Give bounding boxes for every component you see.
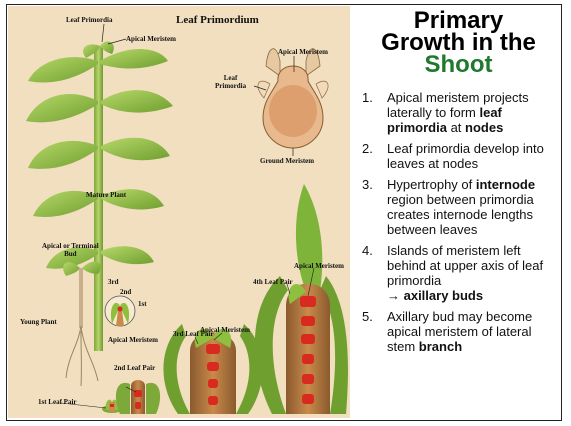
point-text: Hypertrophy of bbox=[387, 177, 476, 192]
magnified-bud bbox=[105, 296, 135, 326]
point-bold: → axillary buds bbox=[387, 288, 483, 303]
stage-4 bbox=[255, 184, 348, 414]
leaf-primordium-figure: Leaf Primordium Leaf Primordia Apical Me… bbox=[8, 6, 350, 418]
label-4th-leaf-pair: 4th Leaf Pair bbox=[253, 278, 293, 286]
point-text: region between primordia creates interno… bbox=[387, 192, 534, 237]
label-2nd: 2nd bbox=[120, 288, 131, 296]
point-text: Leaf primordia develop into leaves at no… bbox=[387, 141, 544, 171]
point-bold: nodes bbox=[465, 120, 503, 135]
stage-2 bbox=[116, 380, 160, 414]
label-apical-terminal-bud: Apical or Terminal Bud bbox=[42, 242, 99, 258]
label-leaf-primordia: Leaf Primordia bbox=[66, 16, 112, 24]
point-3: 3. Hypertrophy of internode region betwee… bbox=[362, 177, 562, 237]
points-list: 1. Apical meristem projects laterally to … bbox=[362, 90, 562, 360]
label-1st-leaf-pair: 1st Leaf Pair bbox=[38, 398, 77, 406]
label-leaf-primordia-cross: Leaf Primordia bbox=[215, 74, 246, 90]
point-number: 2. bbox=[362, 141, 382, 156]
point-number: 4. bbox=[362, 243, 382, 258]
label-apical-meristem-mid: Apical Meristem bbox=[200, 326, 250, 334]
label-apical-meristem: Apical Meristem bbox=[126, 35, 176, 43]
point-number: 1. bbox=[362, 90, 382, 105]
figure-title: Leaf Primordium bbox=[176, 14, 259, 26]
label-3rd: 3rd bbox=[108, 278, 119, 286]
point-number: 3. bbox=[362, 177, 382, 192]
point-1: 1. Apical meristem projects laterally to … bbox=[362, 90, 562, 135]
apical-meristem-cross-section bbox=[258, 49, 328, 148]
label-young-plant: Young Plant bbox=[20, 318, 57, 326]
plant-illustration bbox=[8, 6, 350, 418]
point-text: Apical meristem projects laterally to fo… bbox=[387, 90, 529, 120]
label-2nd-leaf-pair: 2nd Leaf Pair bbox=[114, 364, 155, 372]
point-bold: branch bbox=[419, 339, 462, 354]
point-2: 2. Leaf primordia develop into leaves at … bbox=[362, 141, 562, 171]
point-text: Islands of meristem left behind at upper… bbox=[387, 243, 543, 288]
point-text: at bbox=[447, 120, 465, 135]
label-apical-meristem-large: Apical Meristem bbox=[294, 262, 344, 270]
point-5: 5.Axillary bud may become apical meriste… bbox=[362, 309, 562, 354]
point-4: 4. Islands of meristem left behind at upp… bbox=[362, 243, 562, 303]
label-apical-meristem-cross: Apical Meristem bbox=[278, 48, 328, 56]
title-line-3: Shoot bbox=[356, 54, 561, 76]
slide-title: Primary Growth in the Shoot bbox=[356, 10, 561, 76]
point-number: 5. bbox=[362, 309, 382, 324]
label-1st: 1st bbox=[138, 300, 147, 308]
label-ground-meristem: Ground Meristem bbox=[260, 157, 314, 165]
label-mature-plant: Mature Plant bbox=[86, 191, 126, 199]
label-apical-meristem-small: Apical Meristem bbox=[108, 336, 158, 344]
point-bold: internode bbox=[476, 177, 535, 192]
